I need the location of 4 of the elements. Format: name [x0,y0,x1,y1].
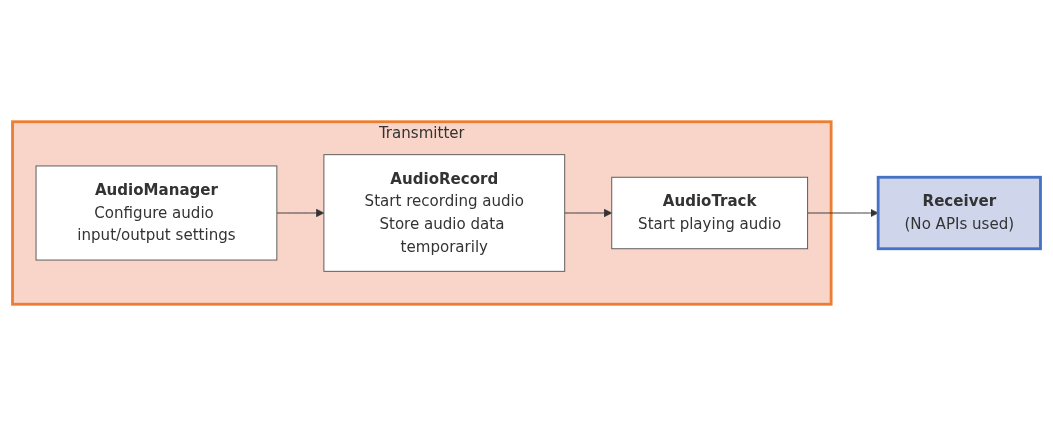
node-box: AudioTrack Start playing audio [611,176,809,250]
node-box: AudioManager Configure audio input/output settings [35,165,278,261]
node-box: AudioRecord Start recording audio Store audio data temporarily [323,154,566,272]
node-box: Receiver (No APIs used) [876,175,1042,251]
